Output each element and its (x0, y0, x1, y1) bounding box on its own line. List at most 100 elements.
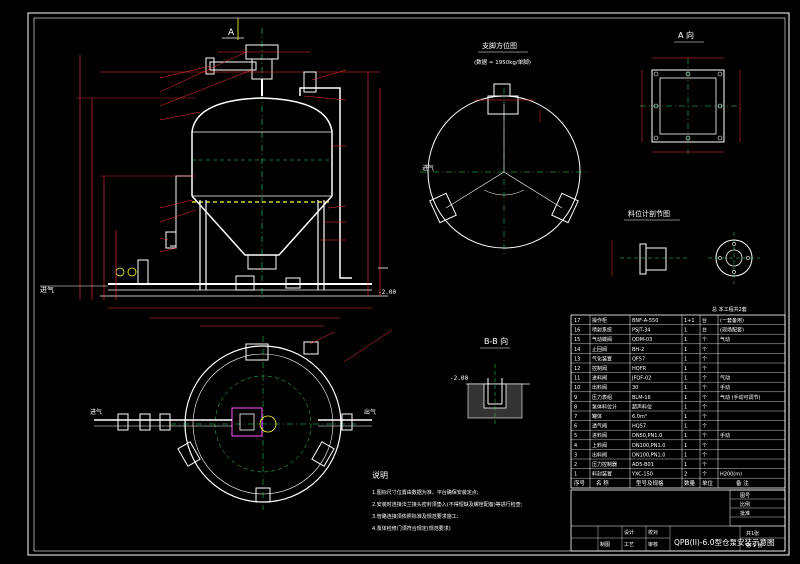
inlet-label-support: 进气 (422, 164, 434, 172)
table-cell-note: 气动 (720, 336, 730, 343)
a-view-title: A 向 (678, 30, 694, 40)
note-4: 4.泵体检修门须符合规定(规范要求) (372, 525, 451, 532)
table-cell-no: 5 (574, 433, 577, 439)
title-block: 图号 比例 批准 设计 校对 审核 工艺 制图 QPB(II)-6.0型仓泵安装… (570, 489, 786, 552)
table-cell-spec: BNF-A-550 (632, 318, 658, 324)
table-cell-note: 气动 (720, 375, 730, 382)
table-cell-name: 压力表组 (592, 394, 612, 401)
table-cell-no: 15 (574, 337, 580, 343)
table-cell-unit: 个 (702, 462, 707, 468)
table-cell-unit: 个 (702, 376, 707, 382)
drawing-inner-border (33, 17, 786, 552)
table-cell-spec: PSJT-34 (632, 328, 650, 334)
table-cell-qty: 1 (684, 356, 687, 362)
table-cell-unit: 个 (702, 443, 707, 449)
table-cell-name: 上料阀 (592, 442, 607, 449)
table-cell-note: (一套备用) (720, 317, 744, 324)
bb-level-ref: -2.00 (450, 375, 468, 382)
table-cell-name: 出料阀 (592, 451, 607, 458)
col-header-name: 名 称 (596, 479, 609, 487)
table-cell-no: 8 (574, 404, 577, 410)
table-cell-qty: 1 (684, 462, 687, 468)
table-cell-unit: 个 (702, 433, 707, 439)
table-cell-name: 压力控制器 (592, 461, 617, 468)
table-cell-spec: BH-2 (632, 347, 644, 353)
a-direction-view: A 向 (640, 30, 741, 154)
table-cell-spec: QF57 (632, 356, 645, 362)
table-cell-no: 7 (574, 414, 577, 420)
table-cell-qty: 1 (684, 433, 687, 439)
col-header-unit: 单位 (702, 479, 714, 487)
inlet-label-front: 进气 (40, 285, 54, 294)
table-cell-no: 14 (574, 347, 580, 353)
notes-title: 说明 (372, 470, 388, 480)
table-cell-note: H200(m) (720, 472, 742, 478)
table-cell-qty: 2 (684, 472, 687, 478)
drawing-title: QPB(II)-6.0型仓泵安装示意图 (674, 537, 774, 547)
view-label-a: A (228, 28, 235, 38)
table-cell-qty: 1 (684, 452, 687, 458)
inlet-label-plan: 进气 (90, 408, 102, 416)
table-cell-no: 9 (574, 395, 577, 401)
table-cell-name: 泵体料位计 (592, 403, 617, 410)
plan-view: 进气 出气 (90, 329, 393, 510)
table-cell-unit: 个 (702, 424, 707, 430)
title-company-1: 图号 (740, 493, 750, 499)
support-orientation-view: 支脚方位图 (数据 ≈ 1950kg/单脚) 进气 (420, 41, 588, 256)
table-cell-spec: 6.0m³ (632, 414, 647, 420)
table-cell-qty: 1 (684, 328, 687, 334)
table-cell-spec: 30 (632, 385, 638, 391)
table-cell-name: 控制阀 (592, 365, 607, 372)
tb-design: 设计 (624, 529, 634, 536)
tb-check: 校对 (648, 529, 658, 536)
table-cell-unit: 个 (702, 385, 707, 391)
table-cell-qty: 1 (684, 395, 687, 401)
table-cell-unit: 个 (702, 366, 707, 372)
table-cell-unit: 个 (702, 414, 707, 420)
table-cell-no: 16 (574, 328, 580, 334)
table-cell-unit: 台 (702, 327, 707, 334)
tb-draw: 制图 (600, 541, 610, 548)
col-header-spec: 型号及规格 (636, 479, 664, 487)
table-cell-note: 手动 (720, 432, 730, 439)
table-cell-qty: 1 (684, 385, 687, 391)
drawing-border (27, 12, 790, 556)
bb-view-title: B-B 向 (484, 336, 508, 346)
table-cell-qty: 1 (684, 443, 687, 449)
col-header-no: 序号 (574, 479, 586, 487)
table-cell-qty: 1 (684, 347, 687, 353)
table-cell-qty: 1 (684, 337, 687, 343)
table-cell-spec: HQFR (632, 366, 647, 372)
bb-section-view: B-B 向 -2.00 (450, 336, 530, 426)
table-cell-unit: 个 (702, 472, 707, 478)
table-cell-qty: 1+1 (684, 318, 695, 324)
table-cell-name: 出料阀 (592, 384, 607, 391)
table-cell-no: 1 (574, 472, 577, 478)
table-cell-unit: 个 (702, 347, 707, 353)
support-view-title: 支脚方位图 (482, 41, 517, 50)
tb-sheet-no: 第 1 张 (746, 542, 762, 549)
table-cell-name: 进料阀 (592, 375, 607, 382)
table-cell-name: 操作柜 (592, 317, 607, 324)
table-cell-name: 罐体 (592, 413, 602, 420)
note-3: 3.管路连接须依照标准及规范要求施工; (372, 513, 459, 520)
table-cell-no: 12 (574, 366, 580, 372)
table-cell-unit: 台 (702, 317, 707, 324)
note-1: 1.图标尺寸位置由数据为准，平台确保安装定点; (372, 489, 479, 496)
table-cell-spec: DN100,PN1.0 (632, 443, 665, 449)
table-cell-unit: 个 (702, 404, 707, 410)
table-cell-spec: DN50,PN1.0 (632, 433, 662, 439)
table-cell-no: 13 (574, 356, 580, 362)
tb-process: 工艺 (624, 542, 634, 548)
table-cell-unit: 个 (702, 452, 707, 458)
table-cell-spec: QDM-03 (632, 337, 652, 343)
table-cell-name: 气动蝶阀 (592, 336, 612, 343)
table-cell-name: 料封装置 (592, 471, 612, 478)
table-cell-qty: 1 (684, 424, 687, 430)
level-sensor-section: 料位计剖节图 (611, 209, 760, 284)
level-view-title: 料位计剖节图 (628, 209, 670, 218)
table-cell-note: 气动 (手动可调节) (720, 394, 761, 401)
